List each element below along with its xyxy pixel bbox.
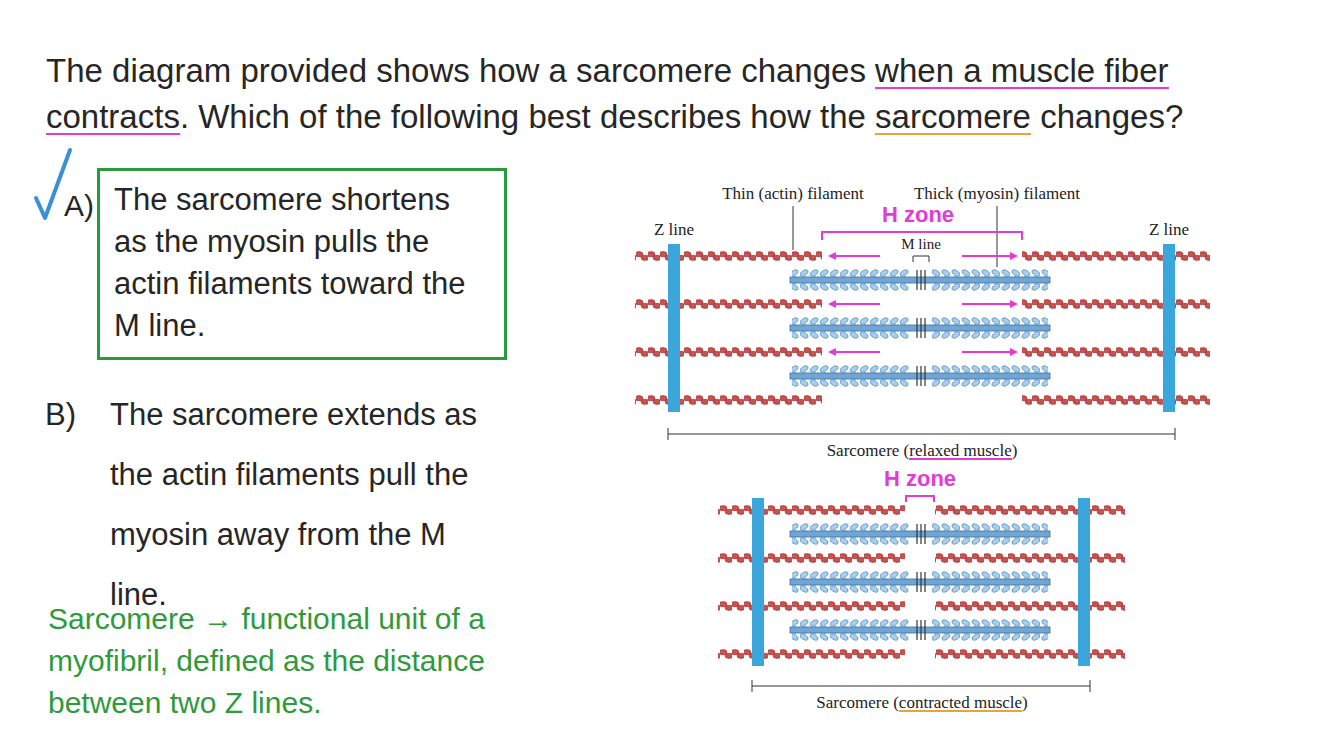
definition-note: Sarcomere → functional unit of a myofibr… bbox=[48, 598, 538, 724]
part-label: Thick (myosin) filament bbox=[914, 184, 1080, 204]
sarcomere-caption: Sarcomere (relaxed muscle) bbox=[827, 441, 1018, 461]
part-label: Z line bbox=[1149, 220, 1189, 240]
option-text: The sarcomere shortens as the myosin pul… bbox=[114, 179, 490, 347]
sarcomere-caption: Sarcomere (contracted muscle) bbox=[816, 693, 1027, 713]
question-title: The diagram provided shows how a sarcome… bbox=[46, 48, 1316, 140]
option-letter: B) bbox=[45, 385, 76, 445]
answer-box: A)The sarcomere shortens as the myosin p… bbox=[97, 168, 507, 360]
zone-annotation: H zone bbox=[882, 202, 954, 228]
part-label: Z line bbox=[654, 220, 694, 240]
part-label: Thin (actin) filament bbox=[722, 184, 864, 204]
part-label: M line bbox=[901, 236, 941, 253]
option-text: The sarcomere extends as the actin filam… bbox=[110, 385, 510, 625]
option-letter: A) bbox=[64, 185, 94, 227]
zone-annotation: H zone bbox=[884, 466, 956, 492]
